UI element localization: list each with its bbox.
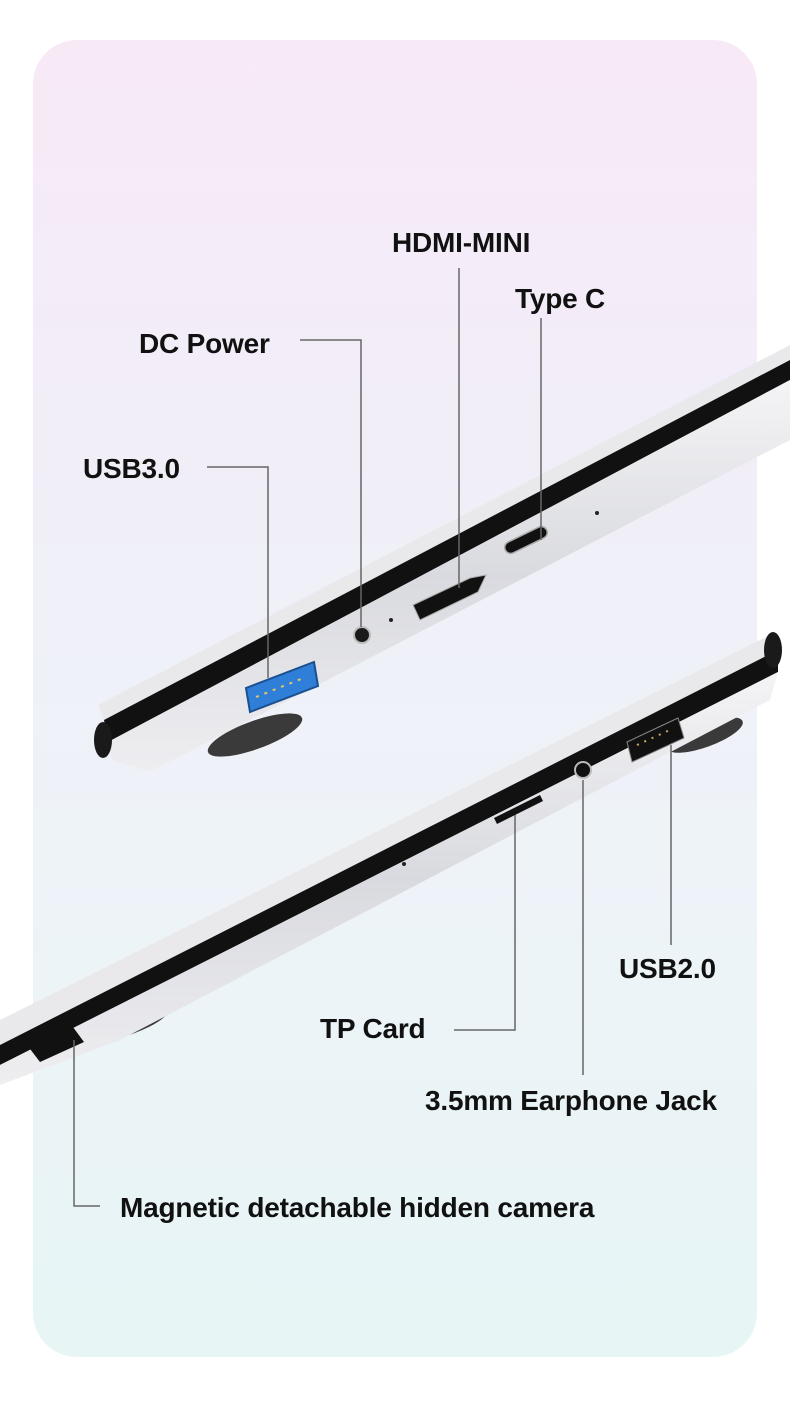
laptop-right-side — [0, 632, 782, 1085]
usb3-port-icon — [244, 660, 320, 714]
usb2-port-icon — [626, 717, 685, 763]
label-dc-power: DC Power — [139, 328, 270, 359]
leader-lines — [73, 268, 672, 1207]
earphone-jack-icon — [574, 761, 592, 779]
label-tp-card: TP Card — [320, 1013, 426, 1044]
label-usb2: USB2.0 — [619, 953, 716, 984]
label-usb3: USB3.0 — [83, 453, 180, 484]
tp-card-slot-icon — [494, 795, 543, 824]
label-camera: Magnetic detachable hidden camera — [120, 1192, 595, 1223]
label-earphone-jack: 3.5mm Earphone Jack — [425, 1085, 717, 1116]
hidden-camera-icon — [27, 1023, 84, 1062]
label-type-c: Type C — [515, 283, 606, 314]
hdmi-mini-port-icon — [412, 574, 487, 621]
dc-power-port-icon — [353, 626, 371, 644]
type-c-port-icon — [503, 525, 549, 555]
laptop-left-side — [94, 345, 790, 772]
label-hdmi-mini: HDMI-MINI — [392, 227, 531, 258]
